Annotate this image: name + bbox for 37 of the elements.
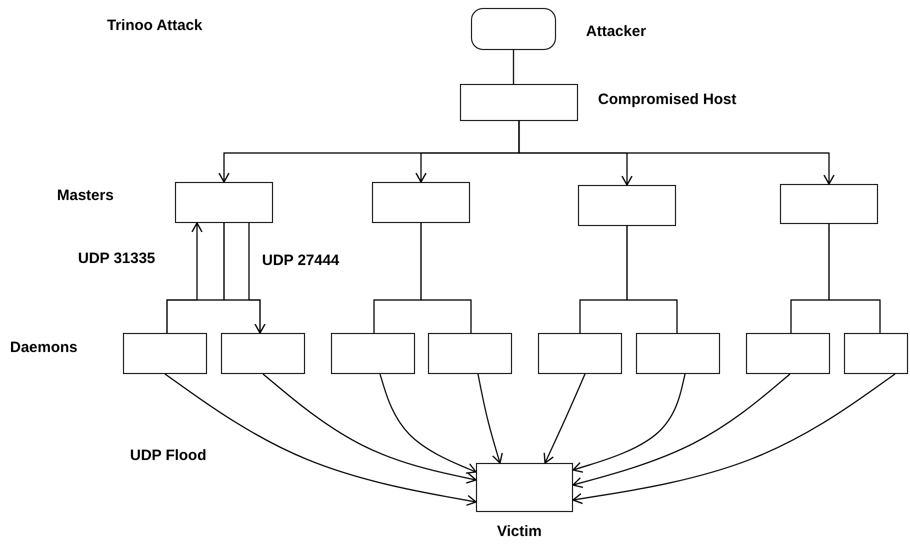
daemon-box [636, 333, 720, 374]
arrow [262, 374, 477, 484]
arrow [164, 374, 477, 506]
daemon-box [331, 333, 415, 374]
master-box [578, 185, 676, 226]
arrow [572, 374, 686, 473]
master-box [372, 182, 470, 223]
connector-line [626, 226, 678, 333]
victim-box [476, 463, 573, 512]
node-label: Compromised Host [598, 92, 736, 108]
arrow [572, 374, 790, 488]
row-label: UDP Flood [130, 448, 206, 464]
arrow [379, 374, 477, 474]
row-label: Daemons [10, 340, 78, 356]
arrow [248, 223, 266, 334]
arrow [518, 121, 835, 185]
connector-line [223, 223, 261, 333]
arrow [572, 374, 896, 504]
row-label: Masters [57, 188, 114, 204]
node-label: Victim [497, 524, 542, 540]
connector-line [420, 223, 472, 333]
diagram-title: Trinoo Attack [107, 18, 202, 34]
daemon-box [123, 333, 207, 374]
rounded-box [471, 8, 556, 50]
arrow [544, 374, 586, 464]
daemon-box [844, 333, 908, 374]
master-box [780, 184, 878, 224]
connector-line [512, 50, 514, 84]
daemon-box [746, 333, 830, 374]
daemon-box [428, 333, 512, 374]
daemon-box [221, 333, 305, 374]
arrow [477, 374, 503, 464]
node-label: Attacker [586, 24, 646, 40]
master-box [175, 182, 273, 223]
daemon-box [538, 333, 622, 374]
connector-line [828, 224, 881, 333]
host-box [460, 84, 578, 121]
